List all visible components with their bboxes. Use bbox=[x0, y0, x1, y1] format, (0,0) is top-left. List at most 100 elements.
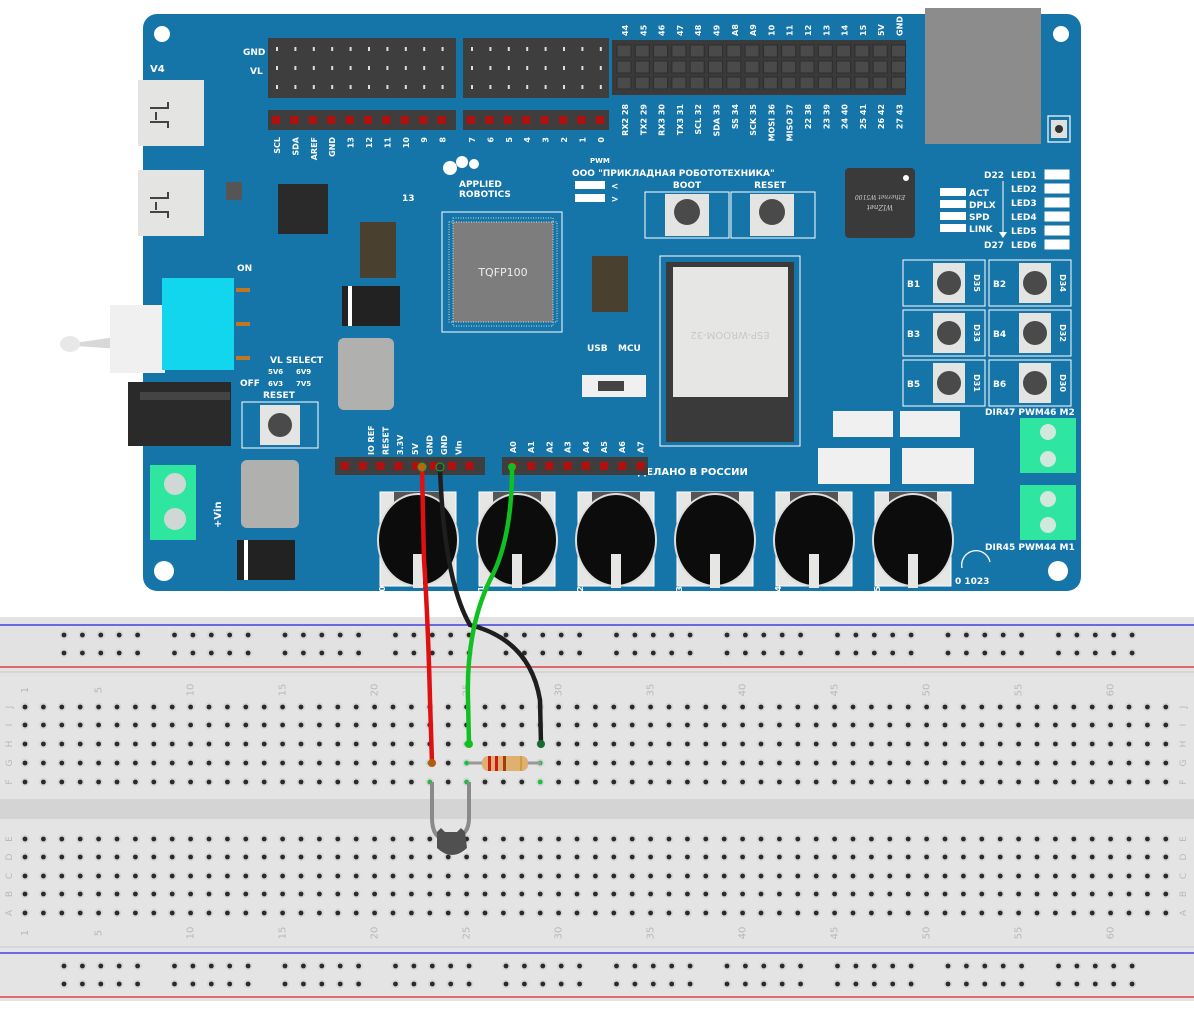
power-pin[interactable] bbox=[412, 462, 421, 470]
digital-pin[interactable] bbox=[540, 116, 549, 124]
header-pin[interactable] bbox=[634, 44, 650, 58]
user-button-b2[interactable] bbox=[988, 259, 1072, 307]
header-pin[interactable] bbox=[744, 76, 760, 90]
potentiometer-a13[interactable] bbox=[674, 491, 756, 588]
jst-connector[interactable] bbox=[833, 411, 893, 437]
header-pin[interactable] bbox=[671, 60, 687, 74]
digital-pin[interactable] bbox=[595, 116, 604, 124]
header-pin[interactable] bbox=[404, 66, 407, 70]
digital-pin[interactable] bbox=[382, 116, 391, 124]
header-pin[interactable] bbox=[441, 85, 444, 89]
header-pin[interactable] bbox=[689, 44, 705, 58]
digital-pin[interactable] bbox=[577, 116, 586, 124]
digital-pin[interactable] bbox=[522, 116, 531, 124]
user-button-b4[interactable] bbox=[988, 309, 1072, 357]
power-switch[interactable] bbox=[60, 278, 250, 373]
header-pin[interactable] bbox=[872, 76, 888, 90]
header-pin[interactable] bbox=[312, 47, 315, 51]
vl-option-6v3[interactable]: 6V3 bbox=[268, 380, 283, 388]
header-pin[interactable] bbox=[634, 60, 650, 74]
reset-button-main[interactable] bbox=[730, 191, 816, 239]
analog-pin[interactable] bbox=[563, 462, 572, 470]
power-pin[interactable] bbox=[341, 462, 349, 470]
header-pin[interactable] bbox=[349, 66, 352, 70]
ethernet-jack[interactable] bbox=[925, 8, 1041, 144]
header-pin[interactable] bbox=[708, 76, 723, 90]
header-pin[interactable] bbox=[634, 76, 650, 90]
header-pin[interactable] bbox=[762, 44, 778, 58]
digital-pin[interactable] bbox=[290, 116, 299, 124]
analog-pin[interactable] bbox=[618, 462, 627, 470]
digital-pin[interactable] bbox=[437, 116, 446, 124]
header-pin[interactable] bbox=[471, 66, 473, 70]
header-pin[interactable] bbox=[294, 47, 297, 51]
user-button-b6[interactable] bbox=[988, 359, 1072, 407]
potentiometer-a11[interactable] bbox=[476, 491, 558, 588]
header-pin[interactable] bbox=[781, 60, 797, 74]
jst-connector-large[interactable] bbox=[902, 448, 974, 484]
power-pin[interactable] bbox=[358, 462, 367, 470]
header-pin[interactable] bbox=[404, 47, 407, 51]
boot-button[interactable] bbox=[644, 191, 730, 239]
vin-terminal-block[interactable] bbox=[150, 465, 196, 540]
header-pin[interactable] bbox=[891, 60, 906, 74]
header-pin[interactable] bbox=[671, 44, 687, 58]
header-pin[interactable] bbox=[581, 47, 584, 51]
header-pin[interactable] bbox=[507, 85, 510, 89]
header-pin[interactable] bbox=[799, 76, 815, 90]
header-pin[interactable] bbox=[762, 76, 778, 90]
header-pin[interactable] bbox=[854, 76, 870, 90]
header-pin[interactable] bbox=[836, 76, 852, 90]
header-pin[interactable] bbox=[526, 66, 529, 70]
header-pin[interactable] bbox=[799, 60, 815, 74]
header-pin[interactable] bbox=[423, 47, 426, 51]
header-pin[interactable] bbox=[836, 60, 852, 74]
header-pin[interactable] bbox=[294, 85, 297, 89]
digital-pin[interactable] bbox=[400, 116, 409, 124]
digital-pin[interactable] bbox=[419, 116, 428, 124]
header-pin[interactable] bbox=[471, 47, 473, 51]
header-pin[interactable] bbox=[441, 66, 444, 70]
vl-option-5v6[interactable]: 5V6 bbox=[268, 368, 283, 376]
header-pin[interactable] bbox=[891, 44, 906, 58]
analog-pin[interactable] bbox=[636, 462, 645, 470]
header-pin[interactable] bbox=[799, 44, 815, 58]
header-pin[interactable] bbox=[489, 85, 492, 89]
user-button-b1[interactable] bbox=[902, 259, 986, 307]
vl-option-6v9[interactable]: 6V9 bbox=[296, 368, 311, 376]
potentiometer-a15[interactable] bbox=[872, 491, 954, 588]
jst-connector[interactable] bbox=[900, 411, 960, 437]
header-pin[interactable] bbox=[423, 85, 426, 89]
header-pin[interactable] bbox=[386, 47, 389, 51]
header-pin[interactable] bbox=[599, 85, 602, 89]
user-button-b5[interactable] bbox=[902, 359, 986, 407]
digital-pin[interactable] bbox=[467, 116, 475, 124]
header-pin[interactable] bbox=[872, 44, 888, 58]
header-pin[interactable] bbox=[836, 44, 852, 58]
header-pin[interactable] bbox=[599, 47, 602, 51]
header-pin[interactable] bbox=[368, 85, 370, 89]
header-pin[interactable] bbox=[349, 85, 352, 89]
header-pin[interactable] bbox=[708, 60, 723, 74]
header-pin[interactable] bbox=[581, 85, 584, 89]
power-pin[interactable] bbox=[447, 462, 456, 470]
header-pin[interactable] bbox=[563, 47, 565, 51]
header-pin[interactable] bbox=[489, 47, 492, 51]
digital-pin[interactable] bbox=[503, 116, 512, 124]
jst-connector-large[interactable] bbox=[818, 448, 890, 484]
header-pin[interactable] bbox=[331, 47, 334, 51]
header-pin[interactable] bbox=[817, 60, 833, 74]
reset-button-left[interactable] bbox=[241, 401, 319, 449]
digital-pin[interactable] bbox=[327, 116, 336, 124]
header-pin[interactable] bbox=[471, 85, 473, 89]
header-pin[interactable] bbox=[599, 66, 602, 70]
power-pin[interactable] bbox=[430, 462, 438, 470]
digital-pin[interactable] bbox=[364, 116, 372, 124]
header-pin[interactable] bbox=[854, 44, 870, 58]
red-wire[interactable] bbox=[419, 465, 435, 766]
header-pin[interactable] bbox=[781, 44, 797, 58]
power-pin[interactable] bbox=[376, 462, 385, 470]
potentiometer-a14[interactable] bbox=[773, 491, 855, 588]
motor-m2-terminal[interactable] bbox=[1020, 418, 1076, 473]
resistor[interactable] bbox=[482, 756, 528, 771]
